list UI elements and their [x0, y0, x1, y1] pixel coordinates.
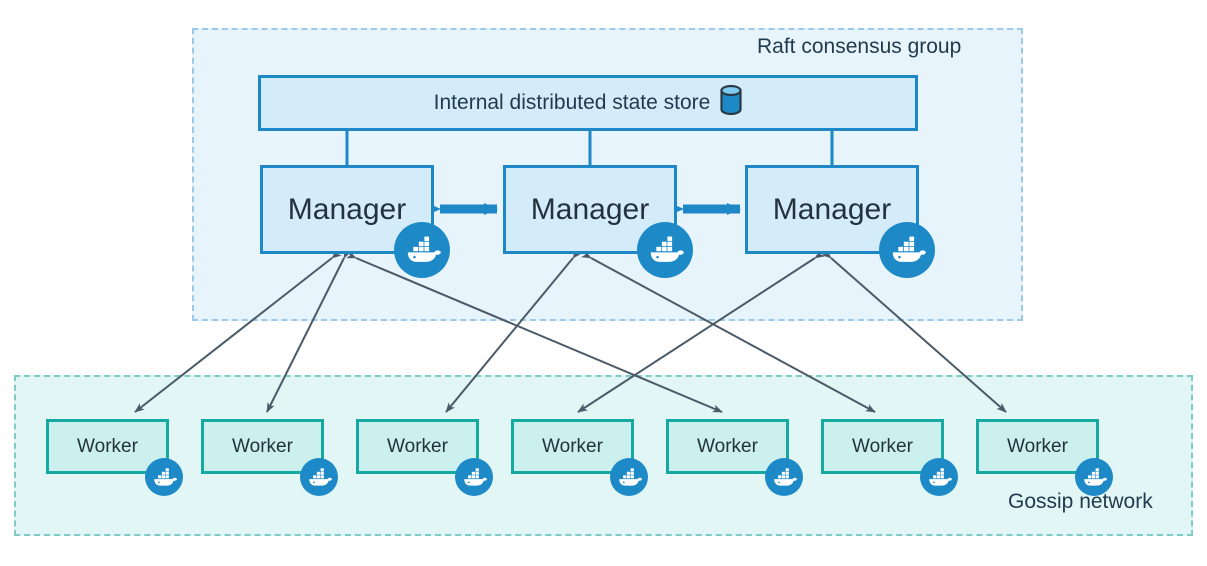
- worker-node-5[interactable]: Worker: [666, 419, 789, 474]
- link-manager-1-worker-5: [345, 250, 723, 413]
- state-store-to-manager-lines: [345, 131, 834, 165]
- raft-consensus-group-label: Raft consensus group: [757, 35, 962, 58]
- link-manager-1-worker-1: [134, 249, 342, 413]
- link-manager-3-worker-7: [821, 248, 1007, 413]
- gossip-network-label: Gossip network: [1008, 490, 1153, 513]
- docker-whale-icon: [765, 458, 803, 496]
- docker-whale-icon: [610, 458, 648, 496]
- worker-label: Worker: [77, 435, 138, 457]
- worker-node-7[interactable]: Worker: [976, 419, 1099, 474]
- worker-label: Worker: [232, 435, 293, 457]
- docker-whale-icon: [394, 222, 450, 278]
- link-manager-2-worker-6: [581, 250, 876, 413]
- internal-distributed-state-store-node[interactable]: Internal distributed state store: [258, 75, 918, 131]
- docker-whale-icon: [879, 222, 935, 278]
- docker-whale-icon: [1075, 458, 1113, 496]
- manager-label: Manager: [287, 192, 407, 226]
- database-cylinder-icon: [720, 84, 742, 121]
- worker-label: Worker: [542, 435, 603, 457]
- worker-label: Worker: [852, 435, 913, 457]
- manager-label: Manager: [772, 192, 892, 226]
- worker-label: Worker: [697, 435, 758, 457]
- docker-whale-icon: [455, 458, 493, 496]
- worker-node-6[interactable]: Worker: [821, 419, 944, 474]
- manager-worker-links: [134, 247, 1007, 413]
- docker-whale-icon: [145, 458, 183, 496]
- docker-whale-icon: [300, 458, 338, 496]
- link-manager-3-worker-4: [577, 249, 825, 413]
- state-store-label: Internal distributed state store: [433, 91, 711, 114]
- link-manager-2-worker-3: [445, 248, 582, 413]
- worker-label: Worker: [1007, 435, 1068, 457]
- docker-whale-icon: [920, 458, 958, 496]
- worker-label: Worker: [387, 435, 448, 457]
- state-store-label-row: Internal distributed state store: [433, 84, 743, 121]
- link-manager-1-worker-2: [266, 247, 352, 413]
- docker-whale-icon: [637, 222, 693, 278]
- manager-label: Manager: [530, 192, 650, 226]
